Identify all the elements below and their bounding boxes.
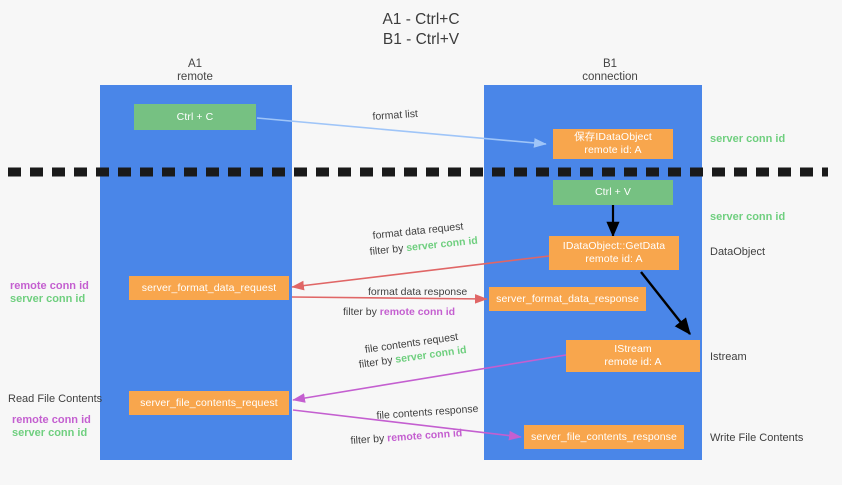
node-server-format-data-response[interactable]: server_format_data_response bbox=[489, 287, 646, 311]
label-left-server-conn-id-2: server conn id bbox=[12, 427, 88, 439]
label-right-write-file-contents: Write File Contents bbox=[710, 432, 804, 444]
edge-label-format-data-response-line1: format data response bbox=[368, 286, 468, 298]
node-istream-line2: remote id: A bbox=[604, 356, 662, 368]
edge-label-format-data-request-filter-prefix: filter by bbox=[369, 242, 407, 258]
column-header-b1-sub: connection bbox=[582, 71, 638, 83]
node-ctrl-v[interactable]: Ctrl + V bbox=[553, 180, 673, 205]
edge-label-format-data-response-filter-prefix: filter by bbox=[343, 306, 380, 318]
node-istream-line1: IStream bbox=[614, 343, 652, 355]
node-idataobject-getdata-line1: IDataObject::GetData bbox=[562, 240, 666, 252]
edge-label-format-data-response-filter-key: remote conn id bbox=[379, 306, 456, 318]
node-server-format-data-request-label: server_format_data_request bbox=[141, 281, 277, 294]
node-istream[interactable]: IStream remote id: A bbox=[566, 340, 700, 372]
node-server-file-contents-request-label: server_file_contents_request bbox=[140, 396, 278, 409]
node-server-format-data-response-label: server_format_data_response bbox=[496, 292, 639, 305]
edge-label-file-contents-response-filter-key: remote conn id bbox=[386, 427, 463, 445]
node-ctrl-c[interactable]: Ctrl + C bbox=[134, 104, 256, 130]
label-right-istream: Istream bbox=[710, 351, 747, 363]
node-server-file-contents-response[interactable]: server_file_contents_response bbox=[524, 425, 684, 449]
edge-label-format-list-text: format list bbox=[372, 107, 419, 123]
node-save-idataobject-line1: 保存IDataObject bbox=[574, 131, 652, 143]
edge-label-format-data-response: format data response bbox=[368, 285, 467, 299]
edge-label-format-data-response-filter: filter by remote conn id bbox=[343, 305, 455, 319]
edge-label-file-contents-response: file contents response bbox=[376, 402, 479, 423]
column-header-a1-name: A1 bbox=[187, 58, 203, 70]
edge-label-file-contents-response-filter: filter by remote conn id bbox=[350, 426, 463, 448]
edge-label-format-list: format list bbox=[372, 107, 418, 124]
edge-label-file-contents-request-filter-prefix: filter by bbox=[358, 353, 397, 371]
label-left-remote-conn-id-1: remote conn id bbox=[10, 280, 89, 292]
node-idataobject-getdata[interactable]: IDataObject::GetData remote id: A bbox=[549, 236, 679, 270]
label-left-remote-conn-id-2: remote conn id bbox=[12, 414, 91, 426]
node-ctrl-v-line1: Ctrl + V bbox=[594, 186, 632, 198]
edge-label-file-contents-response-filter-prefix: filter by bbox=[350, 432, 388, 447]
column-header-b1: B1 connection bbox=[545, 58, 675, 84]
edge-label-file-contents-response-line1: file contents response bbox=[376, 402, 479, 422]
label-right-dataobject: DataObject bbox=[710, 246, 766, 258]
node-server-format-data-request[interactable]: server_format_data_request bbox=[129, 276, 289, 300]
label-right-server-conn-id-top: server conn id bbox=[710, 133, 786, 145]
column-header-a1: A1 remote bbox=[130, 58, 260, 84]
node-save-idataobject[interactable]: 保存IDataObject remote id: A bbox=[553, 129, 673, 159]
column-header-b1-name: B1 bbox=[602, 58, 618, 70]
label-left-server-conn-id-1: server conn id bbox=[10, 293, 86, 305]
node-ctrl-c-line1: Ctrl + C bbox=[176, 110, 214, 123]
label-left-read-file-contents: Read File Contents bbox=[8, 393, 103, 405]
node-idataobject-getdata-line2: remote id: A bbox=[585, 253, 643, 265]
node-save-idataobject-line2: remote id: A bbox=[584, 144, 642, 156]
page-title: A1 - Ctrl+C B1 - Ctrl+V bbox=[382, 11, 460, 48]
node-server-file-contents-request[interactable]: server_file_contents_request bbox=[129, 391, 289, 415]
node-server-file-contents-response-label: server_file_contents_response bbox=[531, 430, 677, 443]
label-right-server-conn-id-mid: server conn id bbox=[710, 211, 786, 223]
column-header-a1-sub: remote bbox=[177, 71, 213, 83]
